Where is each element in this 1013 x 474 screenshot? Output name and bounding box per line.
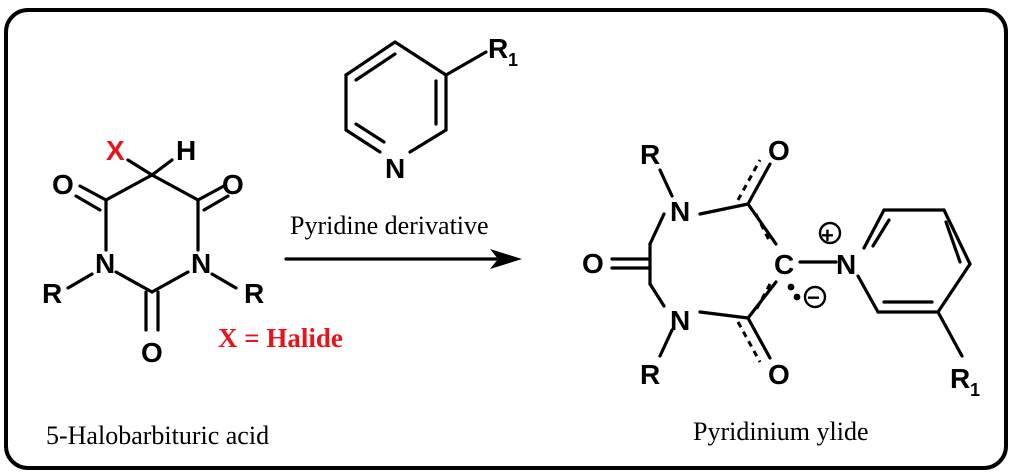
bond	[196, 184, 226, 202]
product-nitrogen-bottom: N	[670, 305, 690, 336]
bond	[104, 173, 154, 202]
bond	[354, 52, 397, 82]
bond	[648, 282, 666, 308]
product-nitrogen-top: N	[670, 196, 690, 227]
bond	[871, 218, 891, 248]
reactant-oxygen-right: O	[222, 169, 244, 200]
bond	[150, 270, 190, 294]
bond	[202, 194, 230, 212]
reactant-r-left: R	[42, 278, 62, 309]
product-structure: + − O R N O C N N R O R 1	[582, 135, 980, 400]
product-oxygen-bottom: O	[768, 359, 790, 390]
plus-charge-circle	[818, 221, 842, 245]
product-carbon: C	[774, 249, 794, 280]
product-oxygen-left: O	[582, 248, 604, 279]
bond	[698, 202, 750, 216]
bond	[150, 173, 200, 202]
reactant-structure: X H O O N N R R O	[42, 135, 264, 368]
bond	[942, 208, 972, 266]
delocalized-bond	[736, 159, 762, 201]
bond	[74, 194, 102, 212]
delocalized-bond	[754, 213, 772, 243]
bond	[393, 40, 448, 77]
delocalized-bond	[754, 283, 772, 311]
reagent-nitrogen: N	[385, 153, 405, 184]
bond	[746, 162, 772, 206]
bond	[936, 310, 964, 358]
bond	[658, 168, 674, 198]
reagent-r1-label: R	[488, 33, 508, 64]
bond	[444, 50, 488, 77]
reactant-r-right: R	[244, 278, 264, 309]
bond	[862, 208, 886, 250]
minus-charge-circle	[803, 285, 827, 309]
bond	[658, 328, 674, 358]
bond	[698, 310, 750, 320]
product-r1-subscript: 1	[970, 380, 980, 400]
lone-pair-dot	[793, 293, 801, 301]
bond	[746, 280, 778, 320]
product-oxygen-top: O	[768, 135, 790, 166]
bond	[936, 262, 972, 314]
bond	[66, 272, 94, 290]
reactant-name: 5-Halobarbituric acid	[46, 421, 269, 450]
delocalized-bond	[736, 321, 762, 363]
bond	[344, 40, 397, 77]
product-r-bottom: R	[640, 359, 660, 390]
reactant-x-label: X	[106, 135, 125, 166]
bond	[126, 158, 154, 177]
bond	[944, 220, 962, 264]
reactant-oxygen-bottom: O	[141, 337, 163, 368]
bond	[78, 184, 108, 202]
reactant-nitrogen-left: N	[95, 248, 115, 279]
bond	[648, 212, 666, 246]
halide-note: X = Halide	[218, 323, 343, 353]
bond	[210, 272, 238, 290]
arrow-head	[490, 249, 522, 269]
reagent-structure: N R 1	[344, 33, 518, 184]
reagent-name: Pyridine derivative	[290, 211, 489, 240]
reaction-arrow	[284, 249, 522, 269]
minus-charge: −	[807, 285, 820, 310]
scheme-frame	[4, 8, 1008, 470]
reactant-oxygen-left: O	[52, 169, 74, 200]
lone-pair-dot	[787, 283, 795, 291]
product-r-top: R	[640, 139, 660, 170]
product-nitrogen-plus: N	[836, 249, 856, 280]
product-name: Pyridinium ylide	[693, 417, 869, 446]
reagent-r1-subscript: 1	[508, 50, 518, 70]
product-r1-label: R	[950, 363, 970, 394]
bond	[856, 274, 880, 314]
reactant-nitrogen-right: N	[191, 248, 211, 279]
bond	[344, 128, 382, 154]
bond	[746, 316, 772, 360]
bond	[354, 122, 386, 144]
bond	[150, 158, 174, 177]
bond	[114, 270, 154, 294]
plus-charge: +	[821, 223, 834, 248]
reactant-h-label: H	[176, 135, 196, 166]
bond	[408, 128, 448, 154]
